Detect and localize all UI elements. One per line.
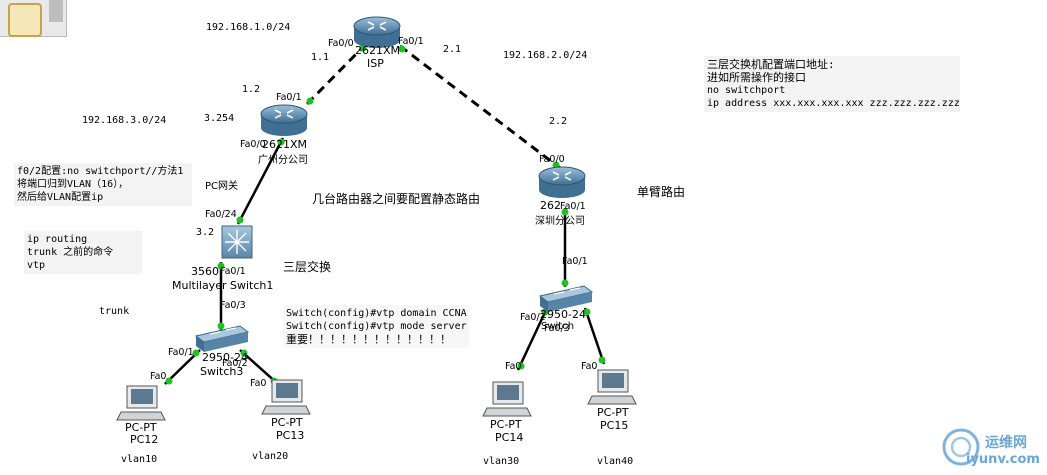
port-pc12: Fa0 <box>150 371 167 382</box>
swr-name: Switch <box>541 321 575 332</box>
note-l3-line-4: ip address xxx.xxx.xxx.xxx zzz.zzz.zzz.z… <box>707 98 960 109</box>
gz-model: 2621XM <box>262 138 308 151</box>
link-isp-sz[interactable] <box>399 44 561 170</box>
note-vtp-line-2: Switch(config)#vtp mode server <box>286 321 467 332</box>
link-swr-pc15[interactable] <box>583 307 606 365</box>
isp-name: ISP <box>367 57 384 70</box>
note-ipr-line-1: ip routing <box>27 234 88 245</box>
multilayer-switch-icon[interactable] <box>221 225 253 259</box>
pc13-icon[interactable] <box>261 379 311 415</box>
note-vtp-config: Switch(config)#vtp domain CCNA Switch(co… <box>283 305 469 348</box>
note-l3-line-1: 三层交换机配置端口地址: <box>707 58 835 71</box>
port-pc15: Fa0 <box>581 361 598 372</box>
gz-name: 广州分公司 <box>258 155 308 166</box>
watermark-cn: 运维网 <box>985 435 1027 451</box>
network-label-3: 192.168.3.0/24 <box>82 115 167 126</box>
port-isp-right: Fa0/1 <box>398 36 424 47</box>
note-l3-line-2: 进如所需操作的接口 <box>707 71 806 84</box>
port-sz-top: Fa0/0 <box>539 154 565 165</box>
network-label-1: 192.168.1.0/24 <box>206 22 291 33</box>
port-gz-top: Fa0/1 <box>276 92 302 103</box>
note-f02-line-2: 将端口归到VLAN（16）， <box>17 179 129 190</box>
pc12-type: PC-PT <box>125 421 157 434</box>
note-ipr-line-2: trunk 之前的命令 <box>27 247 114 258</box>
note-l3-line-3: no switchport <box>707 85 786 96</box>
toolbar-icon-box[interactable] <box>0 0 67 37</box>
sz-name: 深圳分公司 <box>535 216 585 227</box>
vlan-label-pc15: vlan40 <box>597 456 634 467</box>
topology-tool-icon[interactable] <box>8 3 42 37</box>
ip-ml-fa024: 3.2 <box>196 227 215 238</box>
note-vtp-line-1: Switch(config)#vtp domain CCNA <box>286 308 467 319</box>
ip-isp-fa00: 1.1 <box>311 52 330 63</box>
pc13-name: PC13 <box>276 429 305 442</box>
port-sz-bottom: Fa0/1 <box>560 201 586 212</box>
pc15-type: PC-PT <box>597 406 629 419</box>
watermark-logo-icon <box>942 428 980 466</box>
note-ipr-line-3: vtp <box>27 260 46 271</box>
panel-edge-icon <box>49 0 63 22</box>
trunk-label: trunk <box>99 306 130 317</box>
port-swr-left: Fa0/2 <box>520 312 546 323</box>
pc13-type: PC-PT <box>271 416 303 429</box>
port-ml-top: Fa0/24 <box>205 209 237 220</box>
pc15-name: PC15 <box>600 419 629 432</box>
note-f02-line-1: f0/2配置:no switchport//方法1 <box>17 166 184 177</box>
note-f02-line-3: 然后给VLAN配置ip <box>17 192 104 203</box>
pc14-type: PC-PT <box>490 418 522 431</box>
l3-switch-label: 三层交换 <box>283 260 332 274</box>
pc15-icon[interactable] <box>587 369 637 405</box>
port-swl-right: Fa0/2 <box>222 358 248 369</box>
swr-model: 2950-24 <box>540 308 586 321</box>
watermark-url: iyunv.com <box>966 452 1040 467</box>
port-swr-right: Fa0/3 <box>544 323 570 334</box>
router-isp-icon[interactable] <box>353 16 401 48</box>
port-pc14: Fa0 <box>505 361 522 372</box>
port-swl-left: Fa0/1 <box>168 347 194 358</box>
link-swr-pc14[interactable] <box>516 307 549 371</box>
port-pc13: Fa0 <box>250 378 267 389</box>
port-indicators <box>165 44 606 385</box>
port-swr-top: Fa0/1 <box>562 256 588 267</box>
network-label-2: 192.168.2.0/24 <box>503 50 588 61</box>
ml-model: 3560 <box>191 265 219 278</box>
pc14-icon[interactable] <box>482 381 532 417</box>
ip-isp-fa01: 2.1 <box>443 44 462 55</box>
vlan-label-pc12: vlan10 <box>121 454 158 465</box>
port-isp-left: Fa0/0 <box>328 38 354 49</box>
port-ml-right: Fa0/1 <box>220 266 246 277</box>
vlan-label-pc14: vlan30 <box>483 456 520 467</box>
switch-right-icon[interactable] <box>538 285 594 312</box>
pc-gateway-label: PC网关 <box>205 181 239 192</box>
swl-model: 2950-24 <box>202 351 248 364</box>
link-gz-ml[interactable] <box>236 137 285 225</box>
port-gz-bottom: Fa0/0 <box>240 139 266 150</box>
ip-sz-fa00: 2.2 <box>549 116 568 127</box>
static-route-label: 几台路由器之间要配置静态路由 <box>312 192 481 206</box>
vlan-label-pc13: vlan20 <box>252 451 289 462</box>
swl-name: Switch3 <box>200 365 244 378</box>
isp-model: 2621XM <box>355 44 401 57</box>
router-sz-icon[interactable] <box>538 166 586 198</box>
router-on-stick-label: 单臂路由 <box>637 185 686 199</box>
note-ip-routing: ip routing trunk 之前的命令 vtp <box>24 231 142 274</box>
pc14-name: PC14 <box>495 431 524 444</box>
link-swl-pc13[interactable] <box>239 349 279 385</box>
port-ml-bottom: Fa0/3 <box>220 300 246 311</box>
router-gz-icon[interactable] <box>260 104 308 136</box>
pc12-icon[interactable] <box>116 385 166 421</box>
ip-gz-fa00: 3.254 <box>204 113 235 124</box>
note-l3-port-config: 三层交换机配置端口地址: 进如所需操作的接口 no switchport ip … <box>704 56 960 112</box>
ip-gz-fa01: 1.2 <box>242 84 261 95</box>
sz-model: 262 <box>540 199 561 212</box>
ml-name: Multilayer Switch1 <box>172 279 274 292</box>
pc12-name: PC12 <box>130 433 159 446</box>
note-vtp-line-3: 重要！！！！！！！！！！！！！ <box>286 333 451 346</box>
note-f02-config: f0/2配置:no switchport//方法1 将端口归到VLAN（16），… <box>14 163 192 206</box>
switch-left-icon[interactable] <box>194 325 250 352</box>
